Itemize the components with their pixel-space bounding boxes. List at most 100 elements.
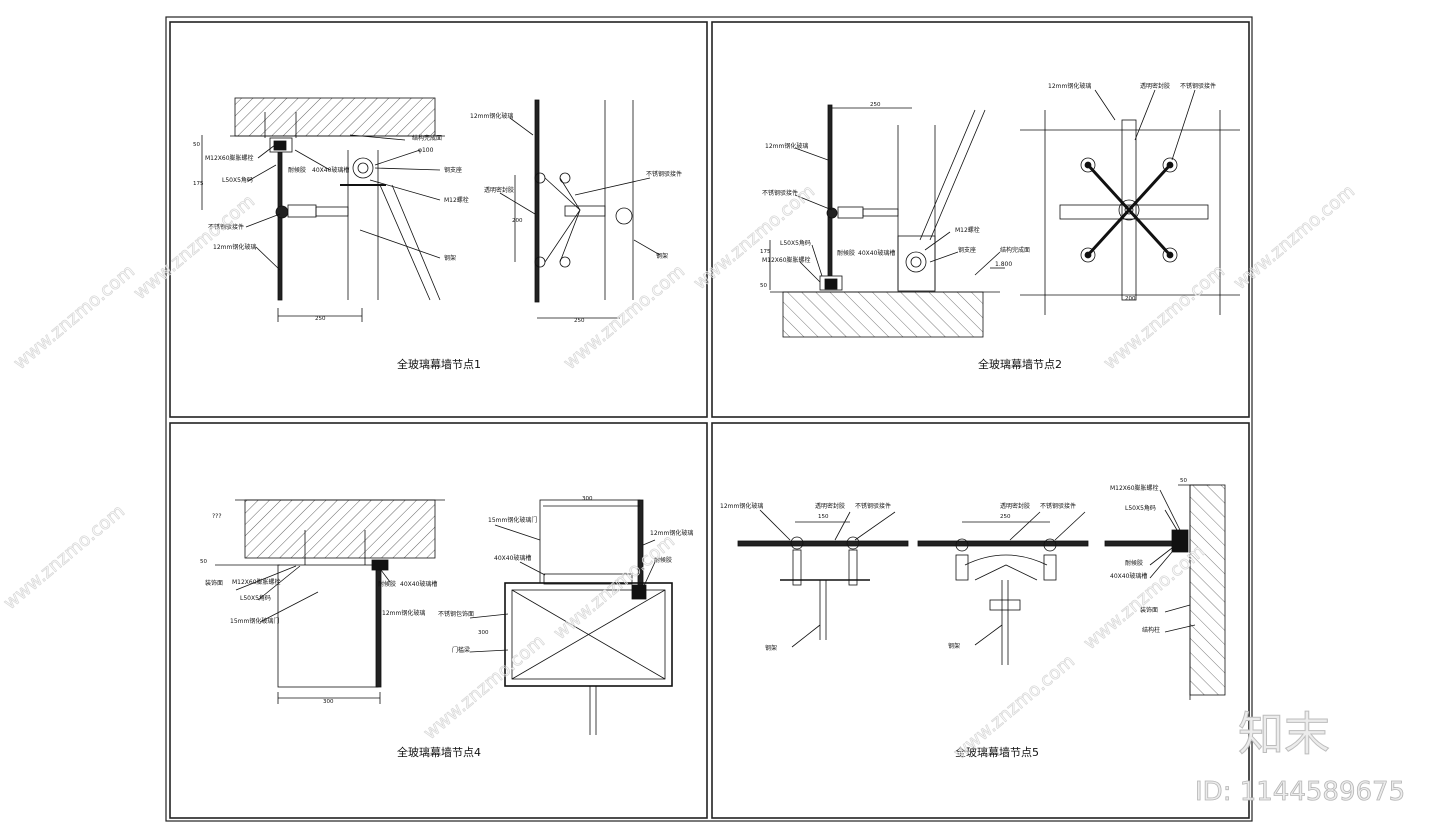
watermark-layer: www.znzmo.com www.znzmo.com www.znzmo.co… (0, 180, 1359, 764)
p4-dim-top: 50 (200, 559, 207, 565)
p2-label-spider: 不锈钢驳接件 (762, 189, 798, 197)
p2-label-plan-sealant: 透明密封胶 (1140, 82, 1170, 90)
p1-label-angle: L50X5角码 (222, 176, 253, 184)
p4-label-channel-sec: 40X40玻璃槽 (494, 554, 531, 562)
watermark-site: www.znzmo.com (0, 501, 129, 614)
panel-2-plan (1020, 89, 1240, 315)
p1-label-steel-support: 钢支座 (444, 166, 462, 174)
p5-label-anchor: M12X60膨胀螺栓 (1110, 484, 1159, 492)
panel-2 (769, 104, 1005, 338)
p2-dim-plan: 200 (1125, 296, 1136, 302)
p2-title: 全玻璃幕墙节点2 (978, 357, 1062, 371)
outer-frame (165, 16, 1253, 822)
panel-frames (169, 21, 1250, 819)
watermark-site: www.znzmo.com (690, 181, 819, 294)
p4-dim-section: 300 (582, 496, 593, 502)
p5-label-frame-b: 钢架 (948, 642, 960, 650)
p2-label-plan-spider: 不锈钢驳接件 (1180, 82, 1216, 90)
watermark-site: www.znzmo.com (550, 531, 679, 644)
panel-4 (215, 499, 445, 704)
p4-dim-height: 300 (478, 630, 489, 636)
p4-label-angle: L50X5角码 (240, 594, 271, 602)
p2-label-plan-glass: 12mm钢化玻璃 (1048, 82, 1091, 90)
p1-label-steel-frame: 钢架 (444, 254, 456, 262)
p1-label-structure-face: 结构完成面 (412, 134, 442, 142)
p4-title: 全玻璃幕墙节点4 (397, 745, 481, 759)
p5-label-angle: L50X5角码 (1125, 504, 1156, 512)
brand-logo: 知末 ID: 1144589675 (1195, 707, 1406, 808)
p2-label-sealant: 耐候胶 (837, 249, 855, 257)
p2-dim-width: 250 (870, 102, 881, 108)
p4-label-glass: 12mm钢化玻璃 (382, 609, 425, 617)
p4-label-glass-sec: 12mm钢化玻璃 (650, 529, 693, 537)
p4-label-sill-beam: 门槛梁 (452, 646, 470, 654)
p1-label-sealant: 耐候胶 (288, 166, 306, 174)
p4-label-sealant: 耐候胶 (378, 580, 396, 588)
brand-id-text: ID: 1144589675 (1195, 777, 1405, 807)
p2-label-structure-face: 结构完成面 (1000, 246, 1030, 254)
p4-label-ss-cladding: 不锈钢包饰面 (438, 610, 474, 618)
p4-label-anchor: M12X60膨胀螺栓 (232, 578, 281, 586)
p5-label-spider-b: 不锈钢驳接件 (1040, 502, 1076, 510)
p5-label-sealant-a: 透明密封胶 (815, 502, 845, 510)
p2-label-channel: 40X40玻璃槽 (858, 249, 895, 257)
p2-label-support: 钢支座 (958, 246, 976, 254)
p1-label-diameter: φ100 (418, 147, 434, 154)
p1-label-frame-elev: 钢架 (656, 252, 668, 260)
watermark-site: www.znzmo.com (10, 261, 139, 374)
p2-label-level: 1.800 (995, 261, 1012, 268)
p1-dim-width-elev: 250 (574, 318, 585, 324)
p1-label-channel: 40X40玻璃槽 (312, 166, 349, 174)
panel-5-text: 12mm钢化玻璃 透明密封胶 不锈钢驳接件 钢架 透明密封胶 不锈钢驳接件 钢架… (720, 478, 1187, 759)
watermark-site: www.znzmo.com (420, 631, 549, 744)
p4-label-door-glass: 15mm钢化玻璃门 (230, 617, 279, 625)
panel-1-text: M12X60膨胀螺栓 L50X5角码 不锈钢驳接件 12mm钢化玻璃 耐候胶 4… (193, 112, 682, 371)
p1-label-spider-elev: 不锈钢驳接件 (646, 170, 682, 178)
p5-dim-c: 50 (1180, 478, 1187, 484)
p1-dim-side: 175 (193, 181, 204, 187)
watermark-site: www.znzmo.com (1080, 541, 1209, 654)
p2-label-glass: 12mm钢化玻璃 (765, 142, 808, 150)
panel-2-text: 12mm钢化玻璃 不锈钢驳接件 L50X5角码 M12X60膨胀螺栓 耐候胶 4… (760, 82, 1216, 371)
panel-4-section (469, 499, 673, 735)
p1-dim-width: 250 (315, 316, 326, 322)
watermark-site: www.znzmo.com (1100, 261, 1229, 374)
p5-label-spider-a: 不锈钢驳接件 (855, 502, 891, 510)
p5-label-column: 结构柱 (1142, 626, 1160, 634)
p5-label-glass: 12mm钢化玻璃 (720, 502, 763, 510)
p5-label-channel: 40X40玻璃槽 (1110, 572, 1147, 580)
p5-label-sealant-c: 耐候胶 (1125, 559, 1143, 567)
p2-label-anchor: M12X60膨胀螺栓 (762, 256, 811, 264)
p2-label-bolt: M12螺栓 (955, 226, 980, 234)
p1-title: 全玻璃幕墙节点1 (397, 357, 481, 371)
p5-dim-a: 150 (818, 514, 829, 520)
p5-dim-b: 250 (1000, 514, 1011, 520)
panel-5 (737, 484, 1226, 700)
p4-label-door-glass-sec: 15mm钢化玻璃门 (488, 516, 537, 524)
panel-4-text: ??? 装饰面 M12X60膨胀螺栓 L50X5角码 15mm钢化玻璃门 耐候胶… (200, 496, 693, 759)
panel-1 (201, 97, 445, 322)
p1-label-glass-elev: 12mm钢化玻璃 (470, 112, 513, 120)
p5-title: 全玻璃幕墙节点5 (955, 745, 1039, 759)
p1-dim-height: 200 (512, 218, 523, 224)
p5-label-frame-a: 钢架 (765, 644, 777, 652)
p4-label-channel: 40X40玻璃槽 (400, 580, 437, 588)
p1-label-spider-fitting: 不锈钢驳接件 (208, 223, 244, 231)
p5-label-finish: 装饰面 (1140, 606, 1158, 614)
p4-label-sealant-sec: 耐候胶 (654, 556, 672, 564)
p1-dim-top: 50 (193, 142, 200, 148)
p4-label-unknown: ??? (212, 513, 222, 520)
p2-dim-base: 50 (760, 283, 767, 289)
p1-label-clear-sealant: 透明密封胶 (484, 186, 514, 194)
p2-dim-height: 175 (760, 249, 771, 255)
brand-logo-text: 知末 (1238, 707, 1330, 761)
p2-label-angle: L50X5角码 (780, 239, 811, 247)
p4-label-finish: 装饰面 (205, 579, 223, 587)
panel-1-elevation (499, 99, 661, 319)
p1-label-bolt: M12螺栓 (444, 196, 469, 204)
p5-label-sealant-b: 透明密封胶 (1000, 502, 1030, 510)
p4-dim-width: 300 (323, 699, 334, 705)
p1-label-anchor-bolt: M12X60膨胀螺栓 (205, 154, 254, 162)
p1-label-glass: 12mm钢化玻璃 (213, 243, 256, 251)
